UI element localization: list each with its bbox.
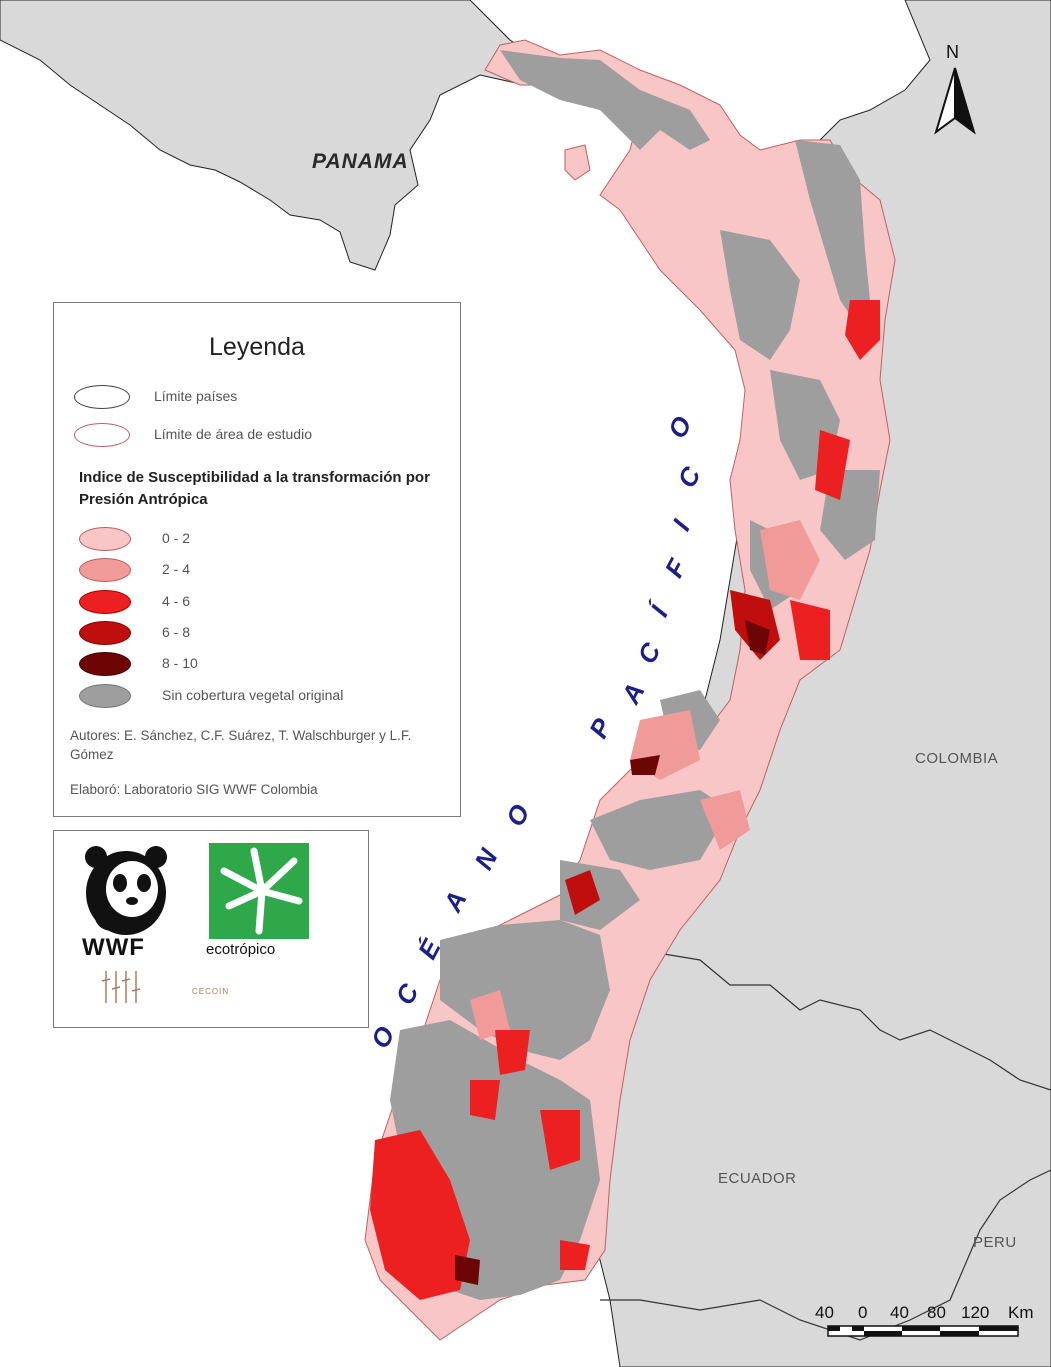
legend-label: 8 - 10 — [162, 655, 198, 671]
legend-label: Sin cobertura vegetal original — [162, 687, 344, 703]
label-peru: PERU — [973, 1234, 1017, 1251]
cecoin-logo-icon — [101, 971, 141, 1003]
scale-label: 40 — [890, 1303, 909, 1322]
legend-label: Límite de área de estudio — [154, 426, 312, 442]
gorgona-island — [564, 144, 591, 181]
legend-label: 0 - 2 — [162, 530, 191, 546]
legend-swatch — [79, 590, 131, 614]
logos-panel: WWF ecotrópico CECOIN — [53, 830, 369, 1028]
legend-title: Leyenda — [209, 333, 305, 361]
legend-index-title: Indice de Susceptibilidad a la transform… — [79, 469, 430, 508]
legend-swatch — [79, 684, 131, 708]
north-label: N — [946, 42, 959, 62]
legend-label: 2 - 4 — [162, 561, 191, 577]
legend-authors: Autores: E. Sánchez, C.F. Suárez, T. Wal… — [70, 728, 412, 762]
label-colombia: COLOMBIA — [915, 750, 999, 767]
legend-label: Límite países — [154, 388, 238, 404]
class-2-4-patches — [470, 520, 820, 1040]
label-ecuador: ECUADOR — [718, 1170, 797, 1187]
wwf-logo-text: WWF — [82, 934, 145, 961]
legend-swatch — [79, 652, 131, 676]
scale-label: 0 — [858, 1303, 868, 1322]
legend-swatch — [79, 558, 131, 582]
panda-logo-icon — [85, 846, 167, 935]
legend-swatch — [74, 385, 130, 409]
legend-credit: Elaboró: Laboratorio SIG WWF Colombia — [70, 782, 318, 797]
legend-panel: Leyenda Límite países Límite de área de … — [53, 302, 461, 817]
north-arrow-icon — [934, 67, 976, 135]
legend-label: 4 - 6 — [162, 593, 191, 609]
scale-bar — [827, 1325, 1019, 1337]
scale-label: 80 — [927, 1303, 946, 1322]
cecoin-logo-text: CECOIN — [192, 987, 230, 996]
legend-swatch — [79, 527, 131, 551]
class-6-10-patches — [455, 590, 780, 1285]
panama-land — [0, 0, 541, 271]
label-panama: PANAMA — [312, 150, 409, 173]
scale-label: 40 — [815, 1303, 834, 1322]
legend-swatch — [74, 423, 130, 447]
logos-graphic — [85, 843, 309, 1003]
legend-swatch — [79, 621, 131, 645]
ecotropico-logo-text: ecotrópico — [206, 941, 276, 958]
class-4-6-patches — [370, 300, 880, 1300]
scale-label: 120 — [961, 1303, 990, 1322]
legend-label: 6 - 8 — [162, 624, 191, 640]
ecotropico-logo-icon — [209, 843, 309, 939]
scale-unit: Km — [1008, 1303, 1034, 1322]
colombia-ecuador-border — [589, 949, 1051, 1091]
